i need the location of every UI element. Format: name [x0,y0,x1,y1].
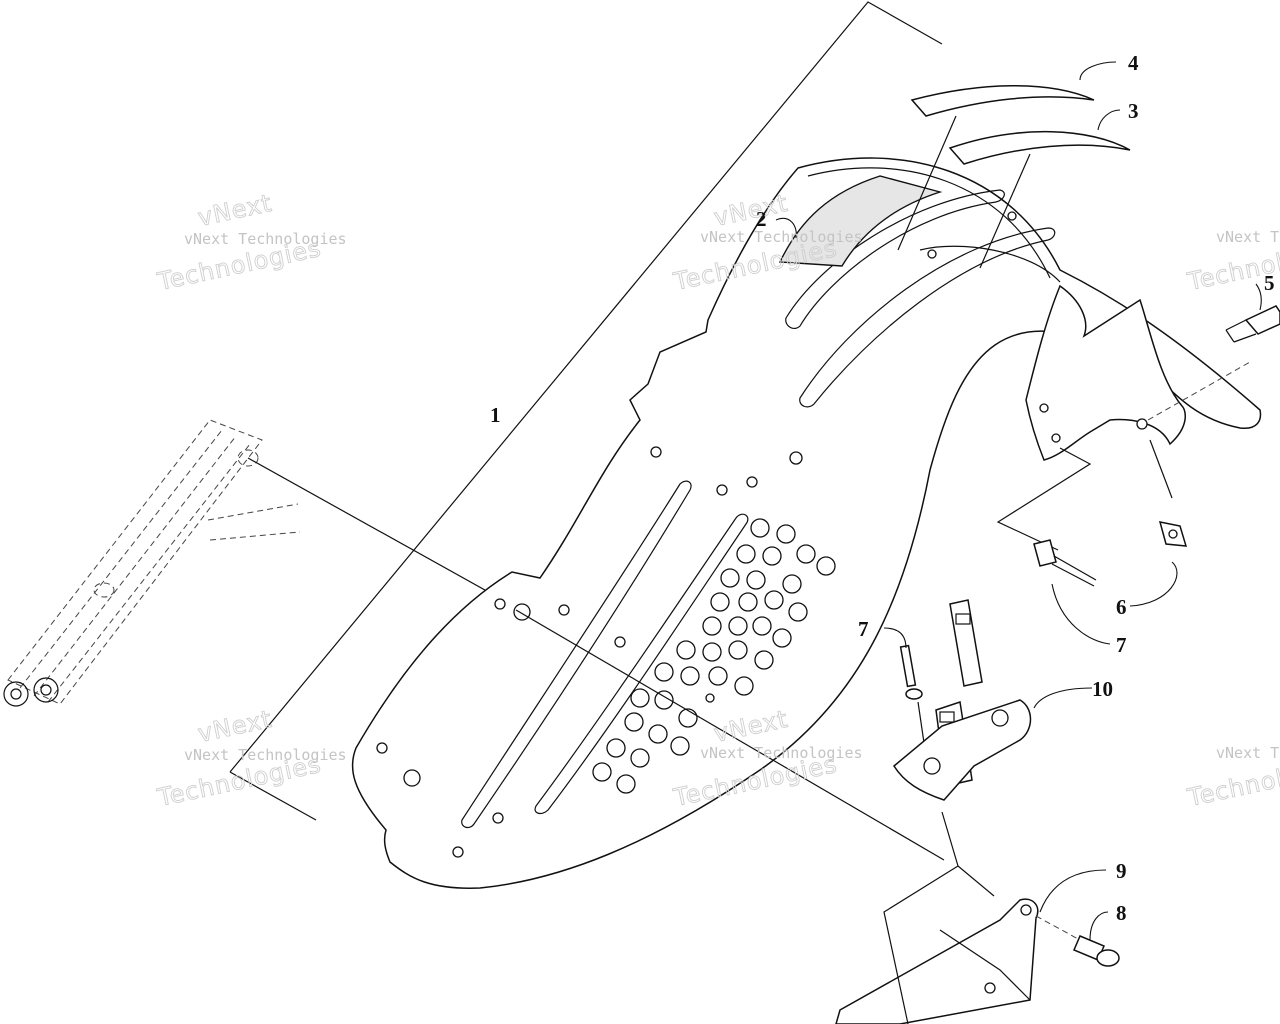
callout-5: 5 [1264,271,1275,295]
callout-7-left: 7 [858,617,869,641]
watermark-text: vNext [195,705,274,748]
screw-part-5 [1225,305,1280,343]
callout-7-right: 7 [1116,633,1127,657]
clip-nut-part-6 [1158,521,1188,547]
part-1-bracket [229,1,943,821]
watermark-text: vNext Technologies [700,228,863,246]
callout-2: 2 [756,207,767,231]
watermark-text: vNext Technologies [700,744,863,762]
rivet-part-7 [1033,539,1097,587]
hinge-bracket-part-10 [893,599,1032,801]
callout-labels: 1 2 3 4 5 6 7 7 8 9 10 [490,51,1275,925]
watermark-text: vNext Technologies [184,230,347,248]
mount-plate-part-9 [515,609,1039,1024]
watermark-text: vNext [195,189,274,232]
bolt-part-8 [1035,915,1120,967]
callout-6: 6 [1116,595,1127,619]
rear-flap-part [351,157,1262,889]
leader-lines [775,61,1262,941]
frame-ghost [3,419,511,707]
reflector-part [778,175,943,267]
roller-wheel [33,677,59,703]
decal-part-3 [948,131,1131,269]
callout-8: 8 [1116,901,1127,925]
roller-wheel [3,681,29,707]
watermark-text: vNext Technologies [184,746,347,764]
watermark-text: vNext Technologies [1216,744,1280,762]
callout-9: 9 [1116,859,1127,883]
callout-1: 1 [490,403,501,427]
perforation-grid [592,518,836,794]
decal-part-4 [897,85,1095,251]
callout-4: 4 [1128,51,1139,75]
side-bracket [996,284,1251,551]
callout-3: 3 [1128,99,1139,123]
watermark-text: vNext Technologies [1216,228,1280,246]
callout-10: 10 [1092,677,1113,701]
